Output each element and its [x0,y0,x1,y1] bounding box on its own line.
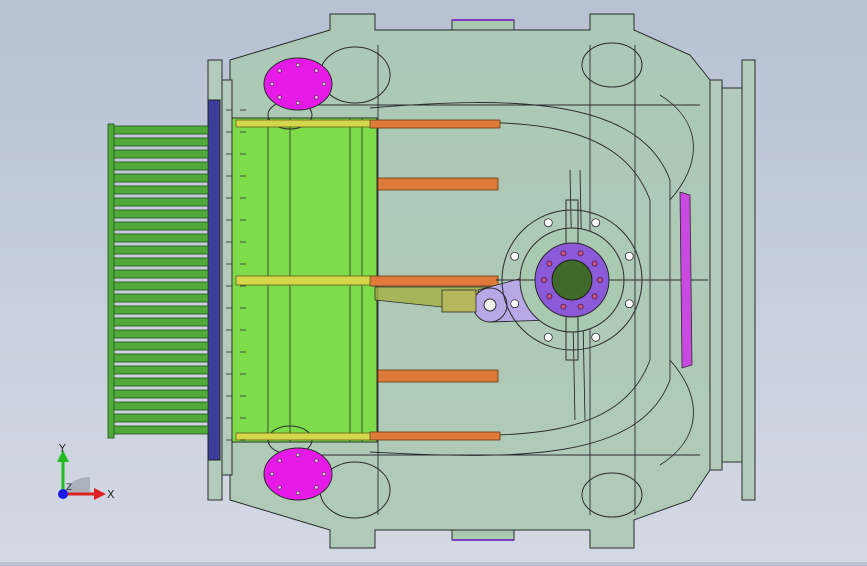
cover-bolt [277,485,282,490]
x-axis-label: X [107,488,115,501]
yellow-bars [235,119,371,441]
fin [111,281,209,291]
output-hub [496,199,708,361]
hub-bolt [546,260,553,267]
fin [111,197,209,207]
flange-bolt [591,332,601,342]
triad-plane [63,476,90,494]
flange-bolt [624,251,634,261]
hub-bolt [597,277,603,283]
hub-bolt [591,293,598,300]
cover-bolt [321,471,327,477]
fin [111,341,209,351]
fin [111,257,209,267]
hub-bolt [577,303,584,310]
cover-bolt [321,81,327,87]
flange-bolt [543,218,553,228]
side-window [679,191,693,369]
cooling-fins [107,123,209,439]
fin [111,185,209,195]
fin [111,149,209,159]
orange-rails [369,119,501,441]
cover-bolt [314,68,319,73]
magenta-cover-bottom [263,447,333,501]
fin-base [107,123,115,439]
y-axis-head [57,450,69,462]
x-axis-head [94,488,106,500]
fin [111,233,209,243]
hub-bolt [560,250,567,257]
cover-bolt [295,490,301,496]
right-flange [709,59,756,501]
cover-bolt [314,458,319,463]
flange-bolt [510,299,520,309]
fin [111,401,209,411]
fin [111,137,209,147]
cover-bolt [277,95,282,100]
y-axis-label: Y [58,442,66,455]
flange-bolt [591,218,601,228]
z-axis-label: Z [66,483,72,493]
fin [111,353,209,363]
cover-bolt [295,100,301,106]
fin [111,317,209,327]
hub-bolt [560,303,567,310]
magenta-cover-top [263,57,333,111]
orientation-triad[interactable]: Y X Z [40,440,120,510]
fin [111,425,209,435]
fin [111,173,209,183]
fin [111,161,209,171]
fin [111,125,209,135]
fin [111,413,209,423]
flange-bolt [624,299,634,309]
cover-bolt [295,62,301,68]
fin [111,245,209,255]
top-flange [451,19,515,31]
cover-bolt [269,471,275,477]
navy-plate [207,99,221,461]
cover-bolt [314,95,319,100]
cover-bolt [269,81,275,87]
hub-bolt [546,293,553,300]
fin [111,221,209,231]
cover-bolt [277,68,282,73]
fin [111,389,209,399]
cover-bolt [295,452,301,458]
fin [111,269,209,279]
cover-bolt [314,485,319,490]
hub-bolt [577,250,584,257]
fin [111,305,209,315]
flange-bolt [543,332,553,342]
fin [111,293,209,303]
flange-bolt [510,251,520,261]
fin [111,377,209,387]
cover-bolt [277,458,282,463]
fin [111,365,209,375]
hub-bolt [541,277,547,283]
fin [111,209,209,219]
z-axis-dot [58,489,68,499]
bottom-flange [451,529,515,541]
fin [111,329,209,339]
left-bolt-ticks [226,109,246,441]
hub-bolt [591,260,598,267]
